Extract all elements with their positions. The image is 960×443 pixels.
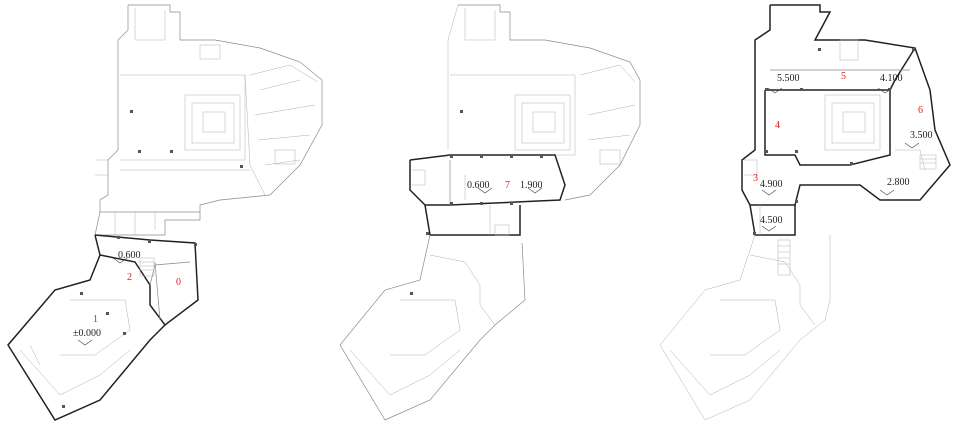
upper-building-outline — [95, 4, 323, 213]
structural-columns — [62, 110, 243, 408]
upper-building-outline — [447, 4, 641, 201]
highlighted-lower-building — [7, 234, 199, 421]
elevation-label-4-900: 4.900 — [760, 179, 783, 190]
elevation-label-2-800: 2.800 — [887, 177, 910, 188]
structural-columns — [410, 110, 543, 295]
floor-plan-1: 0.600 ±0.000 1 2 0 — [0, 0, 330, 443]
zone-label-1: 1 — [93, 314, 98, 325]
zone-label-3: 3 — [753, 173, 758, 184]
zone-label-4: 4 — [775, 120, 780, 131]
zone-label-2: 2 — [127, 272, 132, 283]
floor-plan-2-drawing: 0.600 1.900 7 — [339, 4, 641, 421]
highlighted-middle-section — [409, 154, 566, 236]
zone-label-0: 0 — [176, 277, 181, 288]
zone-label-5: 5 — [841, 71, 846, 82]
lower-building-outline — [339, 234, 526, 421]
floor-plan-3-drawing: 5.500 4.100 3.500 4.900 2.800 4.500 5 4 … — [659, 4, 951, 421]
lower-building-outline — [659, 234, 831, 421]
elevation-label-5-500: 5.500 — [777, 73, 800, 84]
elevation-label-1-900: 1.900 — [520, 180, 543, 191]
elevation-label-4-500: 4.500 — [760, 215, 783, 226]
zone-label-6: 6 — [918, 105, 923, 116]
connector-outline — [94, 211, 201, 236]
elevation-label-0-600: 0.600 — [467, 180, 490, 191]
elevation-label-0-600: 0.600 — [118, 250, 141, 261]
elevation-label-4-100: 4.100 — [880, 73, 903, 84]
elevation-label-3-500: 3.500 — [910, 130, 933, 141]
highlighted-upper-building — [741, 4, 951, 236]
floor-plan-3: 5.500 4.100 3.500 4.900 2.800 4.500 5 4 … — [650, 0, 960, 443]
zone-label-7: 7 — [505, 180, 510, 191]
elevation-label-0-000: ±0.000 — [73, 328, 101, 339]
floor-plan-2: 0.600 1.900 7 — [330, 0, 650, 443]
floor-plan-1-drawing: 0.600 ±0.000 1 2 0 — [7, 4, 323, 421]
